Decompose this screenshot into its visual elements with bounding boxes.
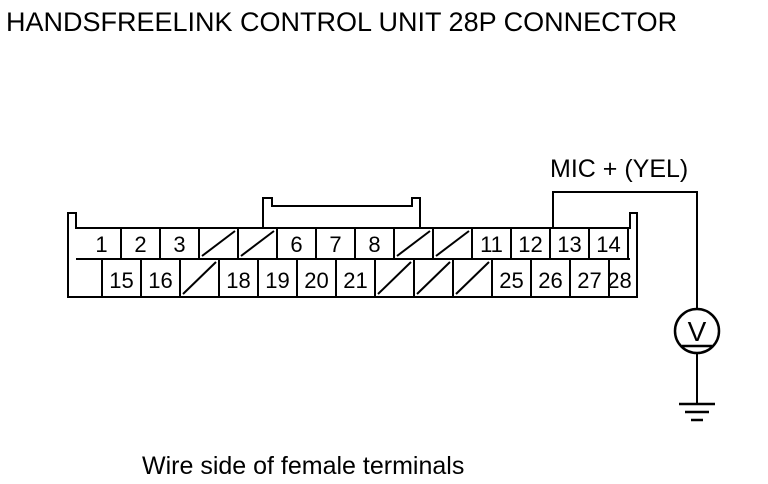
caption: Wire side of female terminals — [142, 452, 464, 480]
terminal-number: 6 — [290, 232, 302, 257]
terminal-number: 15 — [109, 268, 133, 293]
diagram-title: HANDSFREELINK CONTROL UNIT 28P CONNECTOR — [6, 7, 677, 37]
probe-wire — [552, 191, 698, 403]
terminal-number: 7 — [329, 232, 341, 257]
terminal-number: 11 — [480, 232, 503, 257]
terminal-number: 8 — [368, 232, 380, 257]
unused-terminal-slash — [396, 230, 431, 257]
terminal-number: 26 — [538, 268, 562, 293]
terminal-number: 14 — [596, 232, 620, 257]
terminal-number: 18 — [226, 268, 250, 293]
meter-symbol: V — [688, 316, 707, 347]
unused-terminal-slash — [377, 261, 412, 295]
connector-body — [67, 197, 638, 298]
unused-terminal-slash — [455, 261, 490, 295]
terminal-number: 28 — [607, 268, 631, 293]
terminal-number: 16 — [148, 268, 172, 293]
terminal-number: 2 — [134, 232, 146, 257]
terminal-number: 12 — [518, 232, 542, 257]
unused-terminal-slash — [182, 261, 217, 295]
probe-label: MIC + (YEL) — [550, 155, 688, 183]
unused-terminal-slash — [201, 230, 236, 257]
ground-icon — [679, 402, 715, 422]
terminal-number: 20 — [304, 268, 328, 293]
terminal-number: 21 — [343, 268, 367, 293]
terminal-number: 3 — [173, 232, 185, 257]
terminal-number: 25 — [499, 268, 523, 293]
unused-terminal-slash — [416, 261, 451, 295]
terminal-number: 13 — [557, 232, 581, 257]
terminal-number: 1 — [95, 232, 107, 257]
terminal-number: 19 — [265, 268, 289, 293]
unused-terminal-slash — [435, 230, 470, 257]
terminal-number: 27 — [577, 268, 601, 293]
voltmeter-icon: V — [673, 307, 721, 355]
unused-terminal-slash — [240, 230, 275, 257]
